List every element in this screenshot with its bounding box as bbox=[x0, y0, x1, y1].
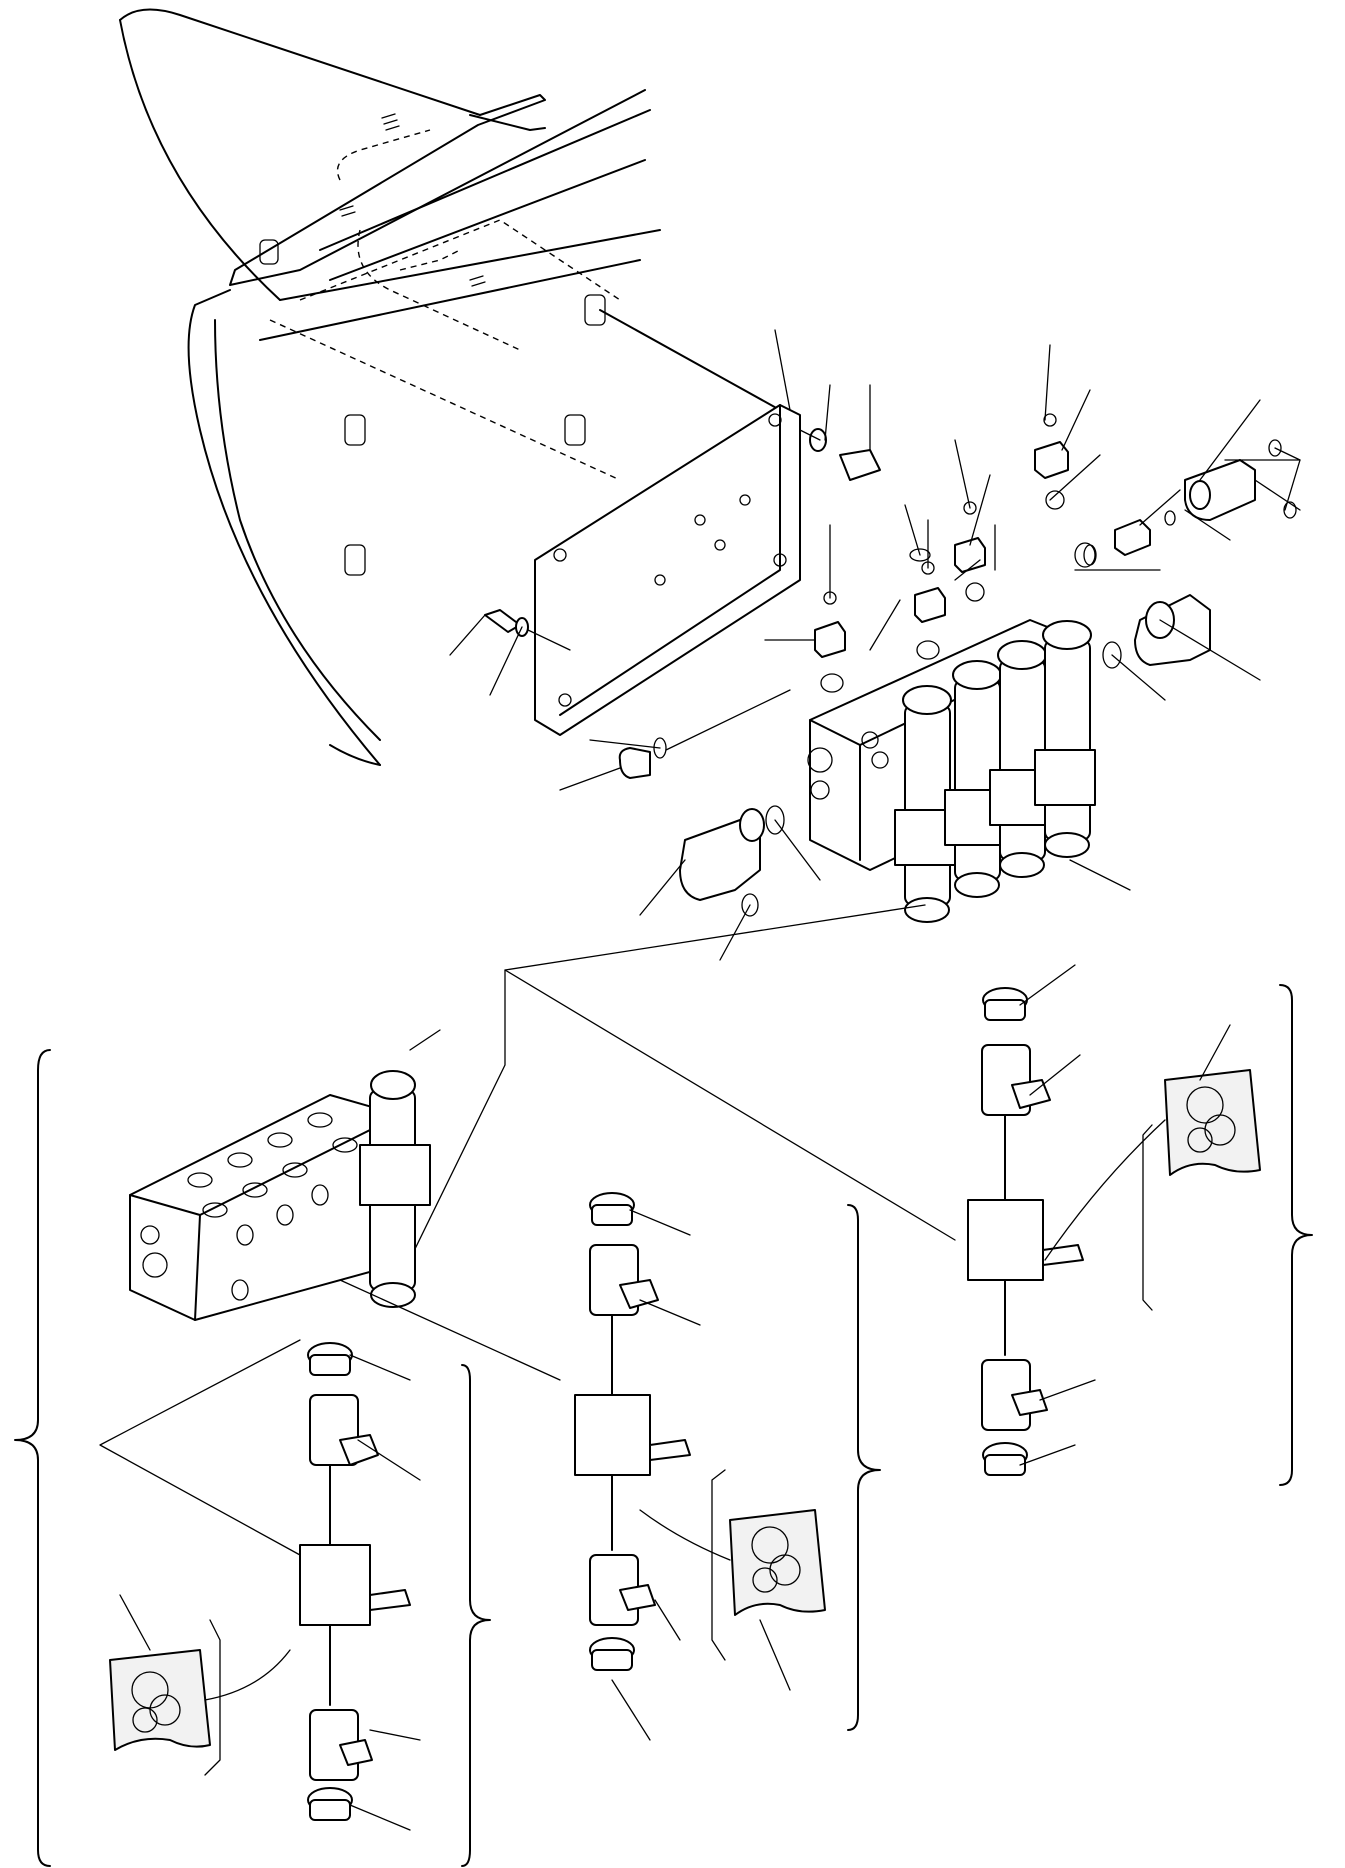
brace-mid-left bbox=[461, 1364, 491, 1867]
tee-fitting bbox=[1184, 439, 1297, 521]
brace-left-outer bbox=[14, 1049, 51, 1867]
detail-spool-valve-3 bbox=[967, 964, 1261, 1476]
plate-bolt-left bbox=[484, 609, 571, 651]
detail-valve-body-section bbox=[129, 1029, 561, 1381]
detail-spool-valve-1 bbox=[99, 1339, 421, 1831]
mounting-plate bbox=[534, 404, 801, 736]
elbow-fitting-lower bbox=[679, 805, 785, 917]
plug-fittings bbox=[618, 689, 791, 779]
brace-mid-right bbox=[847, 1204, 881, 1731]
brace-right bbox=[1279, 984, 1313, 1486]
detail-spool-valve-2 bbox=[574, 1192, 826, 1741]
leader-lines-main bbox=[449, 329, 1301, 961]
plate-bolt-right bbox=[799, 428, 881, 481]
small-fittings bbox=[814, 413, 1176, 693]
elbow-fitting-right bbox=[1102, 594, 1211, 669]
detail-reference-lines bbox=[389, 904, 956, 1301]
mounting-panel bbox=[119, 8, 781, 766]
control-valve-bank bbox=[807, 619, 1096, 923]
